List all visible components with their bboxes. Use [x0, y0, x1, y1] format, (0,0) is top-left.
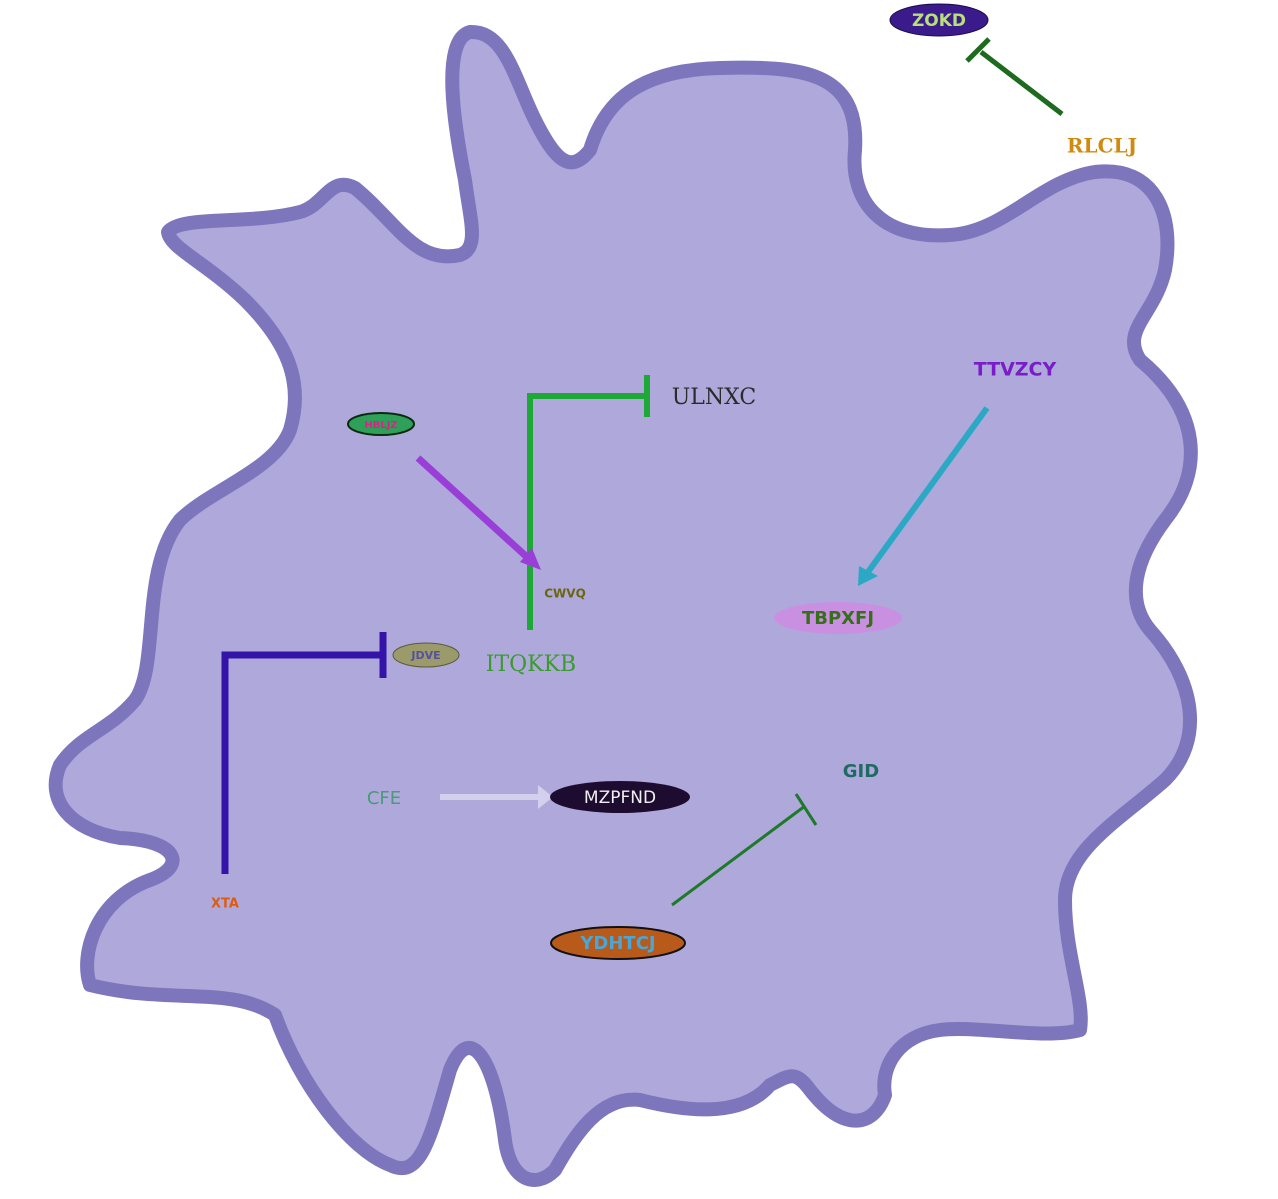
node-ydhtcj: YDHTCJ [550, 926, 686, 960]
node-jdve-label: JDVE [410, 649, 440, 662]
node-mzpfnd: MZPFND [550, 781, 690, 813]
edge-ydhtcj-inhibits-gid [671, 793, 818, 907]
node-mzpfnd-label: MZPFND [584, 788, 656, 808]
node-hbljz-label: HBLJZ [364, 420, 397, 431]
node-hbljz: HBLJZ [347, 412, 415, 436]
edge-hbljz-activates-cwvq [415, 455, 541, 570]
edge-xta-inhibits-jdve [221, 632, 387, 874]
node-itqkkb: ITQKKB [486, 652, 576, 677]
node-zokd: ZOKD [889, 3, 989, 37]
cell-membrane [48, 25, 1198, 1187]
node-gid: GID [843, 761, 879, 782]
edge-cfe-activates-mzpfnd [440, 785, 553, 809]
node-jdve: JDVE [392, 642, 460, 668]
edge-rlclj-inhibits-zokd [965, 37, 1064, 116]
node-zokd-label: ZOKD [912, 11, 966, 31]
node-rlclj: RLCLJ [1067, 134, 1137, 158]
edge-ttvzcy-activates-tbpxfj [858, 406, 990, 586]
node-ttvzcy: TTVZCY [974, 359, 1057, 381]
node-xta: XTA [211, 897, 239, 912]
node-tbpxfj-label: TBPXFJ [802, 608, 874, 629]
node-cfe: CFE [367, 788, 401, 809]
node-ydhtcj-label: YDHTCJ [579, 933, 655, 954]
node-tbpxfj: TBPXFJ [774, 602, 902, 634]
node-ulnxc: ULNXC [672, 385, 757, 410]
node-cwvq: CWVQ [544, 587, 586, 601]
